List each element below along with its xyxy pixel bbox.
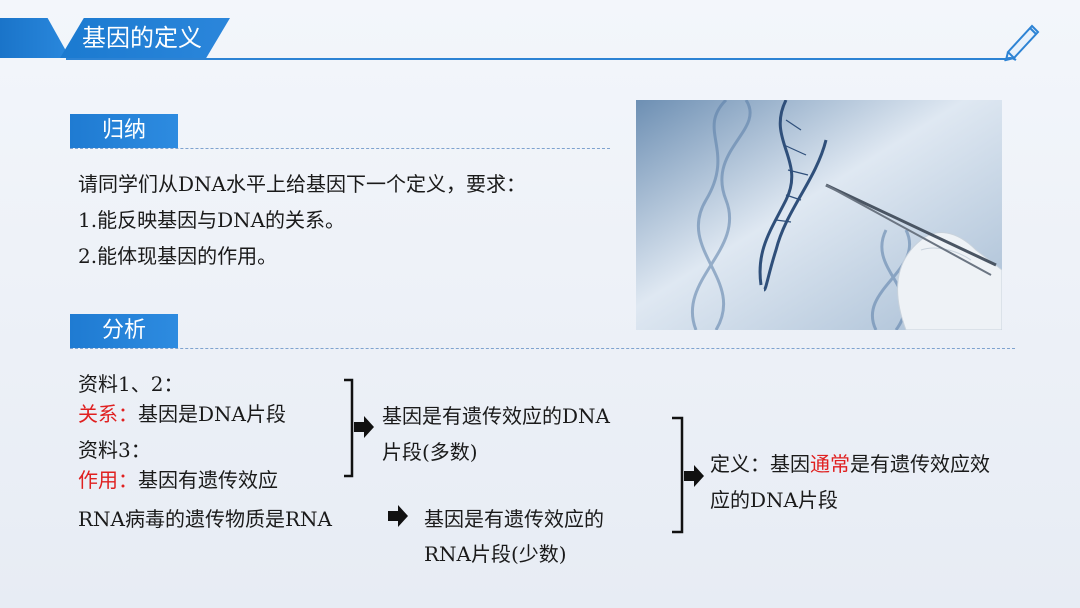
function-row: 作用：基因有遗传效应 <box>78 464 278 493</box>
arrow-right-icon <box>684 465 704 487</box>
arrow-right-icon <box>388 505 408 527</box>
definition-line-1: 定义：基因通常是有遗传效应效 <box>710 448 990 477</box>
analysis-section-label: 分析 <box>70 314 178 348</box>
summary-line-3: 2.能体现基因的作用。 <box>78 244 278 268</box>
analysis-section-rule <box>70 348 1015 349</box>
relation-value: 基因是DNA片段 <box>138 402 286 426</box>
arrow-right-icon <box>354 416 374 438</box>
page-title: 基因的定义 <box>82 24 202 52</box>
title-underline <box>66 58 1006 60</box>
dna-conclusion-line-2: 片段(多数) <box>382 440 478 464</box>
definition-line1-end: 效 <box>970 452 990 476</box>
summary-line-1: 请同学们从DNA水平上给基因下一个定义，要求： <box>78 172 526 196</box>
dna-conclusion-line-1: 基因是有遗传效应的DNA <box>382 404 610 428</box>
definition-line-2: 应的DNA片段 <box>710 488 838 512</box>
rna-conclusion-line-1: 基因是有遗传效应的 <box>424 507 604 531</box>
rna-conclusion-line-2: RNA片段(少数) <box>424 542 567 566</box>
summary-section-label: 归纳 <box>70 114 178 148</box>
material-1-2: 资料1、2： <box>78 372 184 396</box>
title-accent-shape <box>0 18 70 58</box>
function-key: 作用： <box>78 468 138 492</box>
relation-row: 关系：基因是DNA片段 <box>78 398 286 427</box>
bracket-left-group <box>344 378 354 478</box>
function-value: 基因有遗传效应 <box>138 468 278 492</box>
summary-section-rule <box>70 148 610 149</box>
definition-highlight: 通常 <box>810 452 850 476</box>
definition-suffix: 是有遗传效应 <box>850 452 970 476</box>
dna-tweezers-photo <box>636 100 1002 330</box>
relation-key: 关系： <box>78 402 138 426</box>
rna-virus-statement: RNA病毒的遗传物质是RNA <box>78 507 333 531</box>
bracket-right-group <box>672 416 684 534</box>
pen-icon <box>1003 24 1040 62</box>
title-bar <box>60 18 230 58</box>
material-3: 资料3： <box>78 438 151 462</box>
summary-line-2: 1.能反映基因与DNA的关系。 <box>78 208 346 232</box>
definition-prefix: 定义：基因 <box>710 452 810 476</box>
